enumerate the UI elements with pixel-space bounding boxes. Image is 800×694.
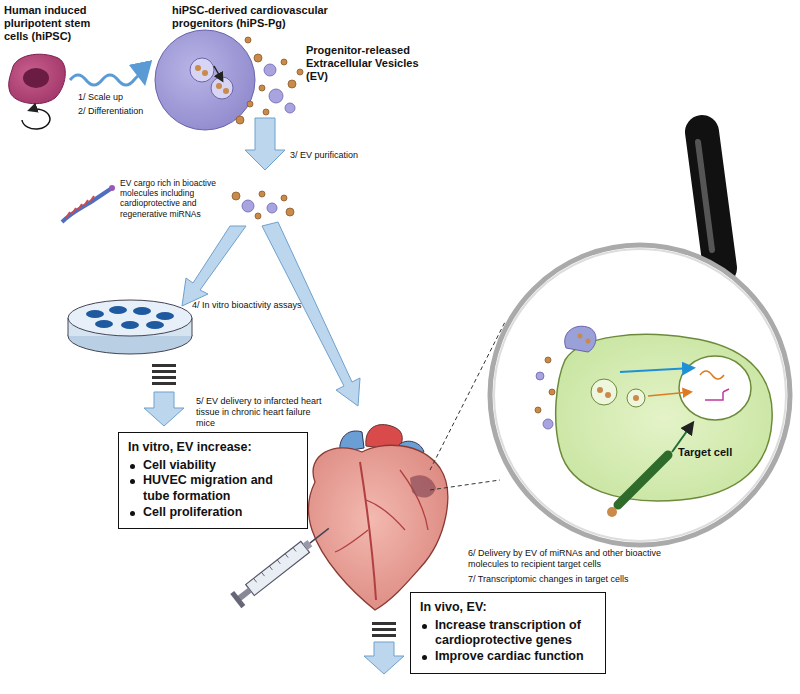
label: 1/ Scale up: [78, 92, 188, 103]
label: 2/ Differentiation: [78, 106, 188, 117]
target-cell: [556, 326, 772, 517]
purified-vesicles: [232, 191, 294, 219]
label: Target cell: [678, 446, 758, 459]
bullet-dot: [130, 479, 135, 484]
progenitor-cell: [155, 30, 255, 130]
petri-dish: [68, 300, 192, 354]
block-arrow: [262, 222, 360, 406]
label: Progenitor-released Extracellular Vesicl…: [306, 44, 426, 84]
vesicle-dot: [281, 59, 287, 65]
label: 5/ EV delivery to infarcted heart tissue…: [196, 396, 324, 428]
down-arrow: [364, 622, 404, 674]
box-heading: In vivo, EV:: [420, 600, 596, 616]
vesicle-dot: [285, 103, 295, 113]
label: 6/ Delivery by EV of miRNAs and other bi…: [468, 548, 673, 570]
magnifier: [490, 132, 790, 545]
vesicle-dot: [236, 116, 244, 124]
block-arrow: [245, 118, 285, 170]
vesicle-dot: [267, 203, 277, 213]
vesicle-dot: [254, 54, 262, 62]
label: hiPSC-derived cardiovascular progenitors…: [172, 4, 347, 30]
bullet-text: Improve cardiac function: [435, 649, 584, 665]
extracellular-vesicles: [535, 357, 555, 429]
bullet-row: HUVEC migration and tube formation: [130, 473, 298, 504]
vesicle-dot: [264, 64, 276, 76]
label: 4/ In vitro bioactivity assays: [192, 300, 302, 311]
vesicle-dot: [247, 101, 253, 107]
bullet-dot: [422, 624, 427, 629]
bullet-row: Improve cardiac function: [422, 649, 596, 665]
result-box: In vitro, EV increase: Cell viabilityHUVE…: [118, 432, 308, 529]
vesicle-dot: [297, 69, 303, 75]
box-heading: In vitro, EV increase:: [128, 440, 298, 456]
result-box: In vivo, EV: Increase transcription of ca…: [410, 592, 606, 674]
vesicle-dot: [281, 195, 287, 201]
vesicle-dot: [288, 80, 296, 88]
vesicle-dot: [259, 85, 265, 91]
bullet-row: Cell proliferation: [130, 505, 298, 521]
bullet-dot: [130, 464, 135, 469]
bullet-text: Increase transcription of cardioprotecti…: [435, 618, 596, 649]
vesicle-dot: [245, 37, 251, 43]
wavy-arrow: [70, 75, 144, 85]
bullet-dot: [422, 655, 427, 660]
vesicle-dot: [536, 372, 544, 380]
label: 3/ EV purification: [290, 150, 400, 161]
mirna-icon: [62, 185, 115, 222]
vesicle-dot: [286, 208, 294, 216]
vesicle-dot: [549, 389, 555, 395]
bullet-dot: [130, 511, 135, 516]
extracellular-vesicles: [236, 37, 303, 124]
bullet-text: HUVEC migration and tube formation: [143, 473, 298, 504]
label: Human induced pluripotent stem cells (hi…: [4, 4, 114, 44]
hipsc-cell: [9, 54, 66, 129]
block-arrow: [182, 226, 246, 306]
vesicle-dot: [259, 191, 265, 197]
vesicle-dot: [545, 357, 551, 363]
vesicle-dot: [232, 192, 240, 200]
vesicle-dot: [263, 109, 269, 115]
vesicle-dot: [242, 200, 254, 212]
vesicle-dot: [543, 419, 553, 429]
label: 7/ Transcriptomic changes in target cell…: [468, 574, 673, 585]
heart: [308, 425, 447, 610]
bullet-row: Increase transcription of cardioprotecti…: [422, 618, 596, 649]
down-arrow: [144, 364, 184, 426]
vesicle-dot: [269, 89, 283, 103]
bullet-row: Cell viability: [130, 458, 298, 474]
vesicle-dot: [535, 407, 541, 413]
syringe: [230, 521, 334, 608]
bullet-text: Cell viability: [143, 458, 216, 474]
label: EV cargo rich in bioactive molecules inc…: [120, 178, 230, 219]
vesicle-dot: [255, 213, 261, 219]
bullet-text: Cell proliferation: [143, 505, 242, 521]
